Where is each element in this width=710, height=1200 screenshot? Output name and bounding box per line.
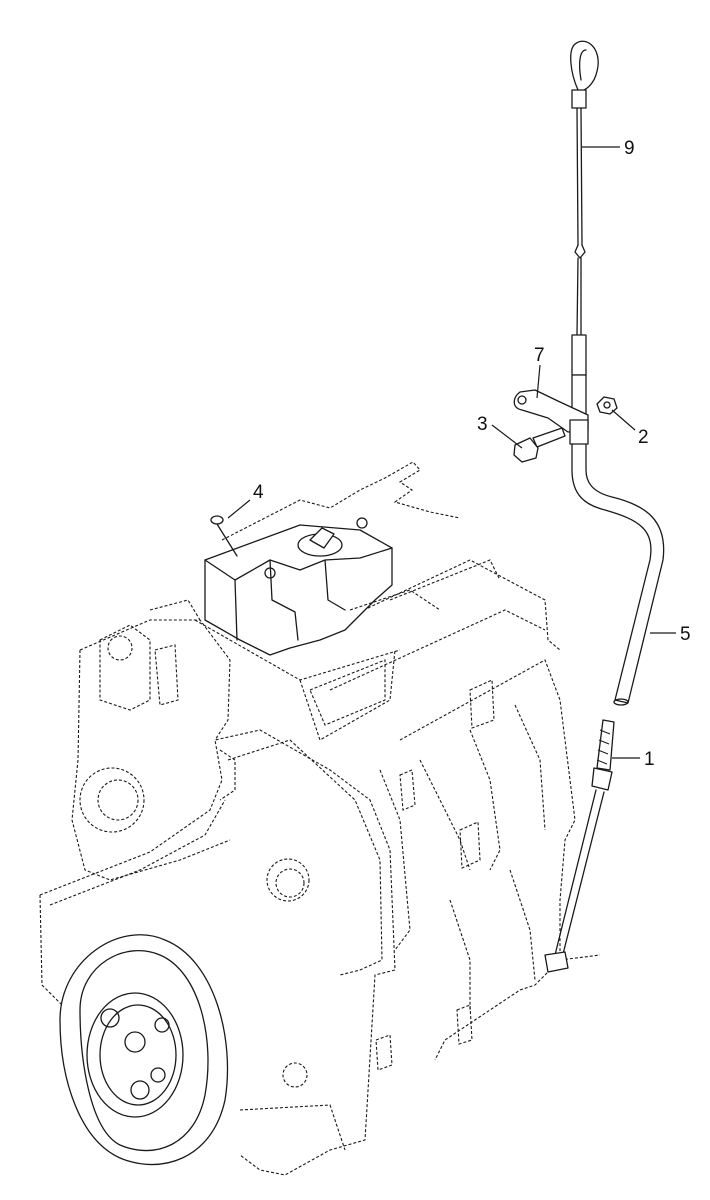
callout-9: 9 [624, 138, 635, 159]
leader-line-2 [611, 409, 636, 431]
crankshaft-pulley [59, 934, 229, 1166]
engine-block [39, 461, 601, 1176]
plug [210, 515, 238, 557]
lower-tube-adapter [544, 719, 615, 973]
callout-2: 2 [638, 427, 649, 448]
dipstick-assembly [513, 40, 665, 973]
dipstick-tube [571, 334, 665, 706]
callout-7: 7 [534, 345, 545, 366]
callout-3: 3 [477, 414, 488, 435]
leader-line-3 [491, 424, 523, 449]
leader-line-7 [536, 364, 541, 399]
callouts: 9 7 2 3 4 5 1 [210, 138, 691, 770]
callout-5: 5 [680, 624, 691, 645]
leader-line-4 [227, 499, 251, 519]
callout-4: 4 [253, 482, 264, 503]
callout-1: 1 [644, 749, 655, 770]
nut [596, 396, 618, 415]
dipstick [570, 40, 599, 336]
bolt [513, 427, 566, 463]
tube-bracket [513, 389, 589, 445]
